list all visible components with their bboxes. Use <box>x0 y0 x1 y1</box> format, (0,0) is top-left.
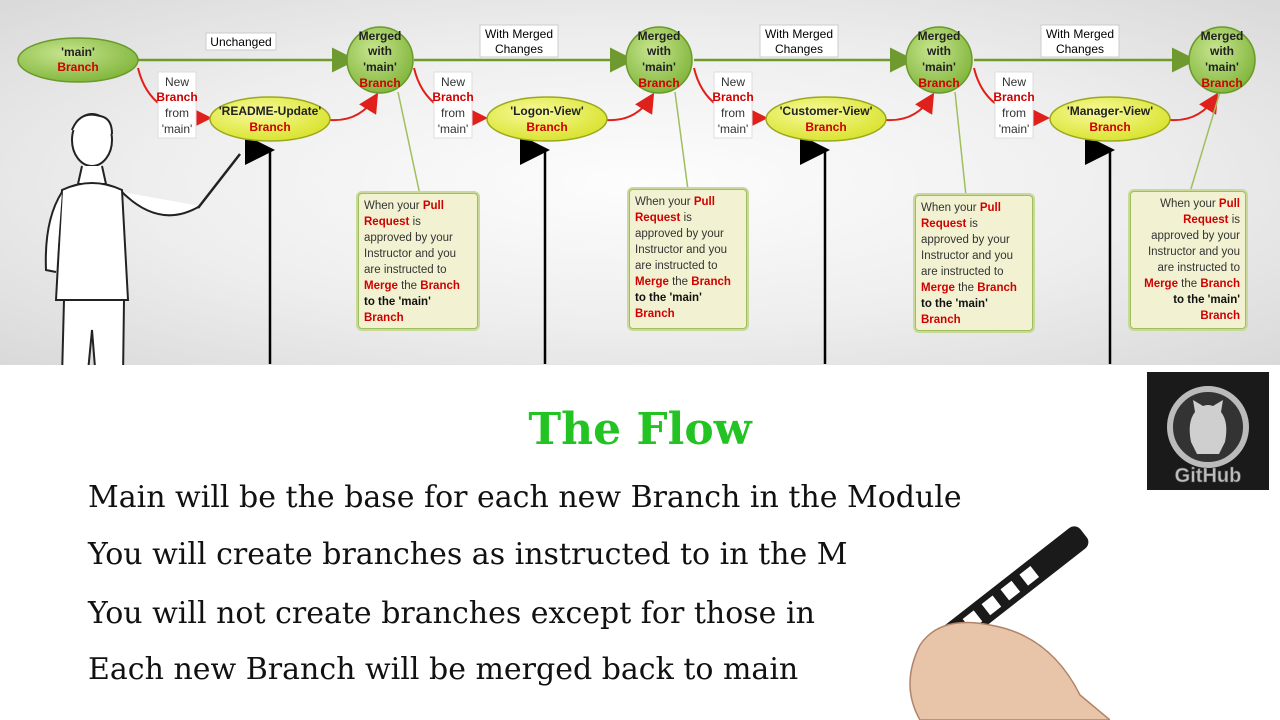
svg-text:'main': 'main' <box>162 122 193 136</box>
git-flow-diagram: Unchanged With Merged Changes With Merge… <box>17 24 1256 365</box>
github-octocat-icon: GitHub <box>1167 386 1249 487</box>
svg-text:Changes: Changes <box>495 42 543 56</box>
svg-text:Branch: Branch <box>918 76 959 90</box>
svg-text:with: with <box>367 44 392 58</box>
svg-text:Branch: Branch <box>359 76 400 90</box>
new-branch-label-3: New Branch from 'main' <box>712 71 754 139</box>
new-branch-label-4: New Branch from 'main' <box>993 71 1035 139</box>
svg-text:'Manager-View': 'Manager-View' <box>1067 104 1153 118</box>
feature-branch-node-3: 'Customer-View' Branch <box>765 96 887 142</box>
svg-text:Branch: Branch <box>249 120 290 134</box>
svg-text:Branch: Branch <box>712 90 753 104</box>
svg-text:With Merged: With Merged <box>765 27 833 41</box>
svg-text:'main': 'main' <box>922 60 956 74</box>
svg-text:Branch: Branch <box>1201 76 1242 90</box>
svg-text:from: from <box>165 106 189 120</box>
svg-text:GitHub: GitHub <box>1175 465 1242 487</box>
main-branch-node: 'main' Branch <box>17 37 139 83</box>
presenter-illustration <box>44 113 241 365</box>
svg-text:With Merged: With Merged <box>485 27 553 41</box>
merge-instruction-note-2: When your Pull Request is approved by yo… <box>629 189 747 329</box>
feature-branch-node-2: 'Logon-View' Branch <box>486 96 608 142</box>
svg-text:New: New <box>165 75 189 89</box>
svg-text:Branch: Branch <box>993 90 1034 104</box>
flow-line-3: You will not create branches except for … <box>88 596 815 631</box>
edge-label-merged-2: With Merged Changes <box>759 24 839 58</box>
svg-text:Merged: Merged <box>918 29 961 43</box>
svg-text:Branch: Branch <box>638 76 679 90</box>
svg-text:Branch: Branch <box>432 90 473 104</box>
svg-text:from: from <box>721 106 745 120</box>
flow-line-1: Main will be the base for each new Branc… <box>88 480 962 515</box>
svg-text:Branch: Branch <box>526 120 567 134</box>
feature-branch-node-1: 'README-Update' Branch <box>209 96 331 142</box>
svg-text:Branch: Branch <box>57 60 98 74</box>
flow-line-4: Each new Branch will be merged back to m… <box>88 652 799 687</box>
flow-line-2: You will create branches as instructed t… <box>88 537 848 572</box>
merge-node-1: Merged with 'main' Branch <box>346 26 414 94</box>
merge-instruction-note-1: When your Pull Request is approved by yo… <box>358 193 478 329</box>
svg-text:from: from <box>1002 106 1026 120</box>
edge-label-unchanged: Unchanged <box>210 35 271 49</box>
svg-text:'main': 'main' <box>718 122 749 136</box>
merge-instruction-note-4: When your Pull Request is approved by yo… <box>1130 191 1246 329</box>
github-logo: GitHub <box>1147 372 1269 490</box>
svg-text:'Logon-View': 'Logon-View' <box>510 104 584 118</box>
merge-node-3: Merged with 'main' Branch <box>905 26 973 94</box>
svg-text:'README-Update': 'README-Update' <box>219 104 322 118</box>
svg-text:with: with <box>926 44 951 58</box>
edge-label-merged-3: With Merged Changes <box>1040 24 1120 58</box>
svg-text:Merged: Merged <box>1201 29 1244 43</box>
svg-text:'Customer-View': 'Customer-View' <box>780 104 873 118</box>
flow-title: The Flow <box>528 404 752 455</box>
svg-text:'main': 'main' <box>438 122 469 136</box>
svg-text:With Merged: With Merged <box>1046 27 1114 41</box>
merge-node-2: Merged with 'main' Branch <box>625 26 693 94</box>
svg-text:with: with <box>1209 44 1234 58</box>
hand-with-marker-illustration <box>909 526 1110 720</box>
svg-text:New: New <box>1002 75 1026 89</box>
svg-text:Branch: Branch <box>156 90 197 104</box>
merge-node-4: Merged with 'main' Branch <box>1188 26 1256 94</box>
edge-label-merged-1: With Merged Changes <box>479 24 559 58</box>
svg-text:New: New <box>441 75 465 89</box>
svg-text:Merged: Merged <box>359 29 402 43</box>
new-branch-label-2: New Branch from 'main' <box>432 71 474 139</box>
svg-text:Changes: Changes <box>775 42 823 56</box>
svg-text:from: from <box>441 106 465 120</box>
svg-text:Branch: Branch <box>805 120 846 134</box>
svg-text:'main': 'main' <box>61 45 95 59</box>
feature-branch-node-4: 'Manager-View' Branch <box>1049 96 1171 142</box>
new-branch-label-1: New Branch from 'main' <box>156 71 198 139</box>
svg-text:Changes: Changes <box>1056 42 1104 56</box>
svg-text:with: with <box>646 44 671 58</box>
svg-text:Merged: Merged <box>638 29 681 43</box>
svg-text:Branch: Branch <box>1089 120 1130 134</box>
svg-text:New: New <box>721 75 745 89</box>
svg-text:'main': 'main' <box>642 60 676 74</box>
svg-text:'main': 'main' <box>363 60 397 74</box>
svg-text:'main': 'main' <box>999 122 1030 136</box>
svg-text:'main': 'main' <box>1205 60 1239 74</box>
merge-instruction-note-3: When your Pull Request is approved by yo… <box>915 195 1033 331</box>
